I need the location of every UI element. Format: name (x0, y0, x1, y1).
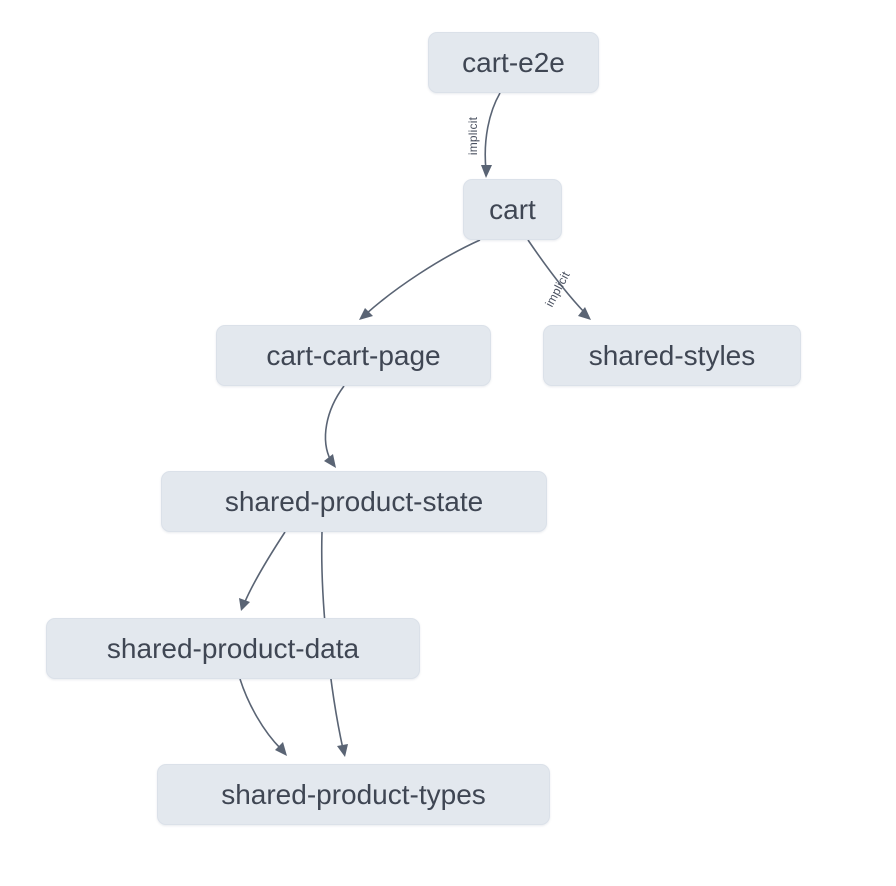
graph-node-cart-cart-page[interactable]: cart-cart-page (216, 325, 491, 386)
graph-node-cart-e2e[interactable]: cart-e2e (428, 32, 599, 93)
edge-line (243, 531, 286, 605)
edge-arrowhead-icon (239, 598, 250, 611)
edge-arrowhead-icon (578, 307, 591, 320)
graph-edge-cart-e2e-to-cart: implicit (466, 92, 501, 178)
edge-arrowhead-icon (481, 165, 492, 178)
graph-node-shared-product-state[interactable]: shared-product-state (161, 471, 547, 532)
edge-arrowhead-icon (324, 454, 336, 468)
edge-label: implicit (542, 269, 573, 310)
edge-arrowhead-icon (275, 742, 287, 756)
edge-label: implicit (466, 116, 480, 155)
graph-edge-shared-product-data-to-shared-product-types (239, 678, 287, 756)
edge-line (239, 678, 282, 750)
graph-node-shared-styles[interactable]: shared-styles (543, 325, 801, 386)
graph-node-cart[interactable]: cart (463, 179, 562, 240)
graph-node-shared-product-types[interactable]: shared-product-types (157, 764, 550, 825)
graph-node-label: shared-product-types (221, 778, 486, 810)
graph-edge-cart-cart-page-to-shared-product-state (324, 385, 345, 468)
edge-line (484, 92, 501, 171)
graph-node-label: shared-styles (588, 339, 756, 371)
edge-arrowhead-icon (337, 744, 348, 757)
graph-node-label: shared-product-data (106, 632, 360, 664)
graph-node-label: cart-e2e (462, 46, 565, 78)
graph-node-label: cart (489, 193, 536, 225)
edge-line (365, 239, 481, 315)
graph-edge-cart-to-shared-styles: implicit (527, 239, 591, 320)
graph-node-label: cart-cart-page (266, 339, 441, 371)
graph-edge-cart-to-cart-cart-page (359, 239, 481, 320)
edge-line (527, 239, 586, 314)
edge-line (324, 385, 345, 462)
edge-arrowhead-icon (359, 308, 373, 320)
graph-node-label: shared-product-state (224, 485, 484, 517)
graph-edge-shared-product-state-to-shared-product-data (239, 531, 286, 611)
graph-node-shared-product-data[interactable]: shared-product-data (46, 618, 420, 679)
